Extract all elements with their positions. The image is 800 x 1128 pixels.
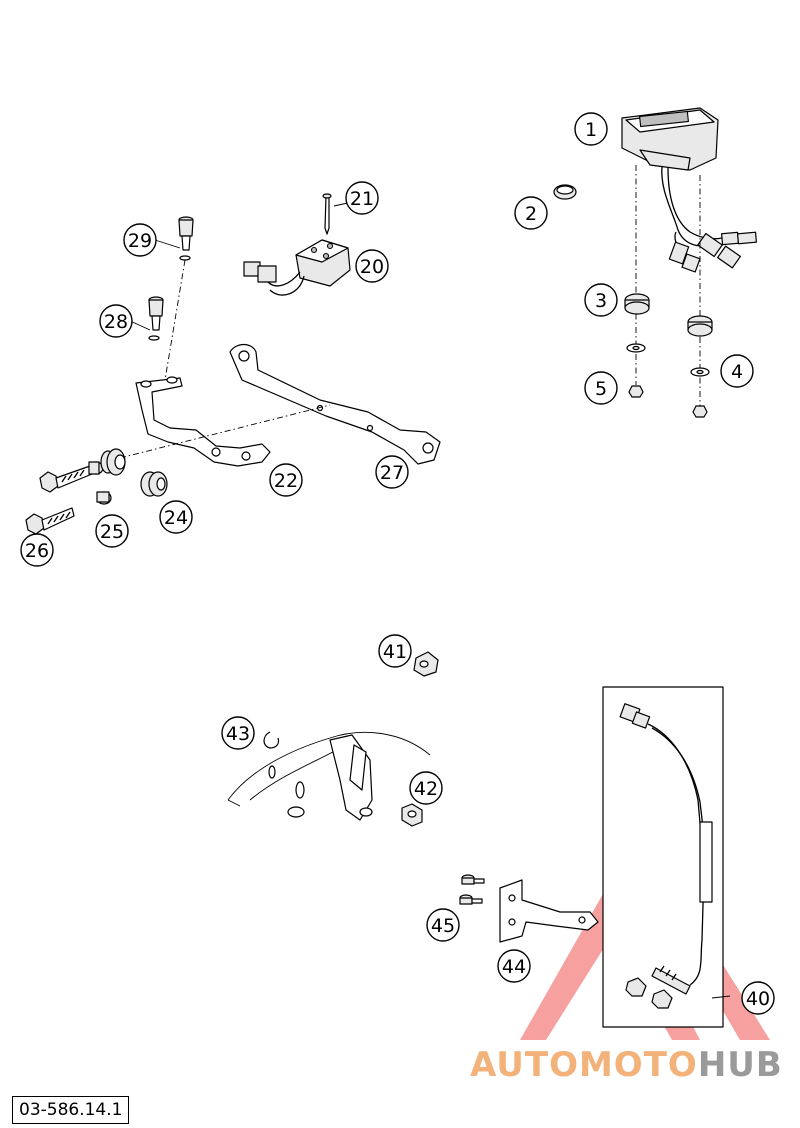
- clip-41: [413, 651, 439, 677]
- callout-circle: [123, 223, 157, 257]
- callout-circle: [355, 249, 389, 283]
- callout-21: 21: [345, 181, 379, 215]
- watermark-text: AUTOMOTOHUB: [470, 1040, 790, 1090]
- washer-4: [690, 367, 710, 377]
- callout-circle: [409, 771, 443, 805]
- callout-number: 28: [104, 311, 128, 333]
- callout-number: 3: [595, 290, 607, 312]
- callout-circle: [269, 463, 303, 497]
- callout-20: 20: [355, 249, 389, 283]
- speed-sensor-40: [619, 703, 713, 1009]
- screw-45a: [461, 874, 485, 885]
- watermark-part2: HUB: [697, 1045, 783, 1085]
- callout-number: 1: [585, 119, 597, 141]
- frame-outline: [227, 731, 431, 821]
- bolt-upper: [39, 465, 93, 493]
- callout-number: 26: [25, 540, 49, 562]
- callout-circle: [514, 196, 548, 230]
- callout-25: 25: [95, 514, 129, 548]
- callout-28: 28: [99, 304, 133, 338]
- reference-code: 03-586.14.1: [12, 1096, 130, 1124]
- switch-20: [243, 239, 351, 296]
- callout-number: 44: [502, 956, 526, 978]
- bracket-44: [499, 879, 599, 943]
- callout-number: 4: [731, 361, 743, 383]
- callout-circle: [584, 283, 618, 317]
- callout-5: 5: [584, 371, 618, 405]
- callout-circle: [20, 533, 54, 567]
- callout-44: 44: [497, 949, 531, 983]
- callout-circle: [95, 514, 129, 548]
- callout-22: 22: [269, 463, 303, 497]
- callout-number: 27: [380, 462, 404, 484]
- callout-26: 26: [20, 533, 54, 567]
- callout-number: 25: [100, 521, 124, 543]
- rubber-grommet-4: [687, 315, 713, 337]
- callout-number: 5: [595, 378, 607, 400]
- callout-number: 22: [274, 470, 298, 492]
- bolt-26: [25, 507, 75, 535]
- rubber-grommet-3: [624, 293, 650, 315]
- callout-27: 27: [375, 455, 409, 489]
- callout-29: 29: [123, 223, 157, 257]
- callout-2: 2: [514, 196, 548, 230]
- speedometer-unit: [621, 107, 719, 171]
- callout-1: 1: [574, 112, 608, 146]
- callout-45: 45: [426, 908, 460, 942]
- clip-43: [263, 731, 280, 749]
- holder-27: [229, 343, 441, 465]
- spacer-25: [96, 491, 112, 505]
- callout-circle: [584, 371, 618, 405]
- callout-circle: [574, 112, 608, 146]
- screw-45b: [459, 894, 483, 905]
- callout-number: 40: [746, 988, 770, 1010]
- callout-3: 3: [584, 283, 618, 317]
- cluster-wiring: [661, 165, 758, 273]
- callout-circle: [221, 716, 255, 750]
- callout-circle: [375, 455, 409, 489]
- callout-number: 43: [226, 723, 250, 745]
- pin-29: [178, 216, 194, 261]
- screw-21: [322, 193, 332, 235]
- washer-5: [626, 343, 646, 353]
- callout-circle: [741, 981, 775, 1015]
- callout-40: 40: [741, 981, 775, 1015]
- callout-number: 24: [164, 507, 188, 529]
- nut-4: [692, 405, 708, 418]
- callout-42: 42: [409, 771, 443, 805]
- callout-number: 20: [360, 256, 384, 278]
- nut-42: [401, 803, 423, 827]
- holder-22: [135, 376, 271, 467]
- rubber-24: [140, 471, 168, 497]
- callout-24: 24: [159, 500, 193, 534]
- callout-number: 41: [383, 641, 407, 663]
- callout-circle: [378, 634, 412, 668]
- callout-41: 41: [378, 634, 412, 668]
- pin-28: [148, 296, 164, 341]
- callout-circle: [99, 304, 133, 338]
- callout-circle: [497, 949, 531, 983]
- spacer-upper: [88, 461, 104, 475]
- callout-circle: [345, 181, 379, 215]
- callout-number: 29: [128, 230, 152, 252]
- nut-5: [628, 385, 644, 398]
- callout-circle: [720, 354, 754, 388]
- callout-number: 21: [350, 188, 374, 210]
- callout-43: 43: [221, 716, 255, 750]
- rubber-upper: [100, 448, 126, 476]
- callout-circle: [426, 908, 460, 942]
- callout-number: 42: [414, 778, 438, 800]
- callout-4: 4: [720, 354, 754, 388]
- callout-number: 45: [431, 915, 455, 937]
- watermark-part1: AUTOMOTO: [470, 1045, 698, 1085]
- cap-2: [553, 184, 577, 200]
- callout-circle: [159, 500, 193, 534]
- callout-number: 2: [525, 203, 537, 225]
